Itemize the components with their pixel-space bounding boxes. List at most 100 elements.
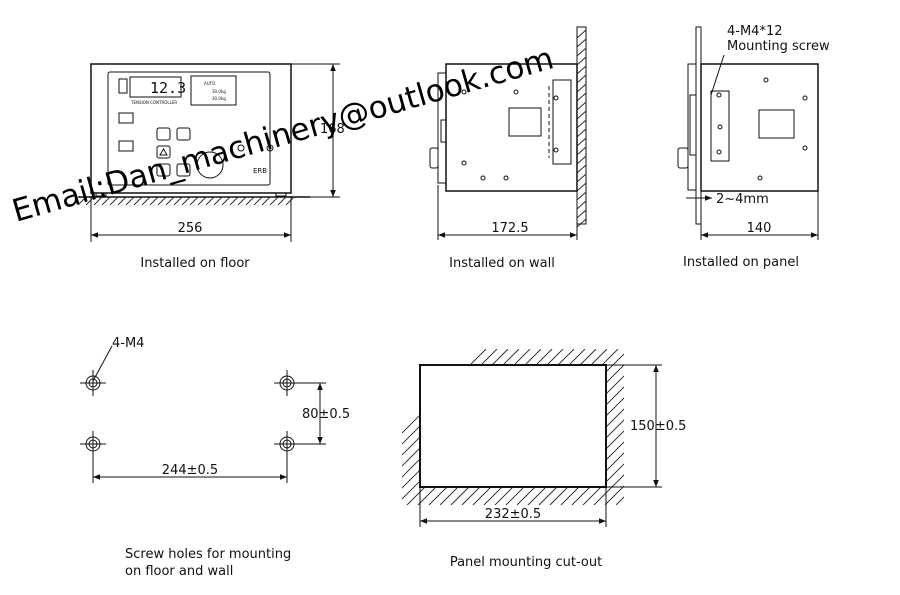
screw-label-line-2: Mounting screw bbox=[727, 39, 830, 54]
screw-dot bbox=[763, 77, 769, 83]
panel-view: 4-M4*12 Mounting screw 2~4mm 140 Install… bbox=[677, 24, 830, 270]
panel-window bbox=[758, 109, 795, 139]
screw-dot bbox=[480, 175, 486, 181]
holes-caption-line-1: Screw holes for mounting bbox=[125, 547, 291, 562]
hatch-line bbox=[593, 349, 624, 505]
up-arrow-icon bbox=[159, 148, 168, 156]
hatch-line bbox=[245, 196, 255, 206]
floor-width-dimension: 256 bbox=[178, 221, 203, 236]
led-indicator-strip bbox=[118, 78, 128, 94]
screw-dot bbox=[802, 95, 808, 101]
function-button bbox=[176, 127, 191, 141]
hatch-line bbox=[576, 38, 587, 48]
hatch-line bbox=[576, 74, 587, 84]
floor-hatch bbox=[77, 196, 295, 206]
hatch-line bbox=[576, 137, 587, 147]
hatch-line bbox=[149, 196, 159, 206]
panel-caption: Installed on panel bbox=[683, 255, 799, 270]
hatch-line bbox=[576, 155, 587, 165]
hatch-line bbox=[213, 196, 223, 206]
knob-indicator-light bbox=[237, 144, 245, 152]
screw-leader bbox=[710, 54, 725, 96]
hatch-line bbox=[576, 110, 587, 120]
wall-connector bbox=[440, 119, 447, 143]
knob-indicator-light-2 bbox=[266, 144, 274, 152]
stop-button bbox=[176, 163, 191, 177]
hatch-line bbox=[576, 128, 587, 138]
hatch-line bbox=[576, 47, 587, 57]
wall-window bbox=[508, 107, 542, 137]
hatch-line bbox=[117, 196, 127, 206]
screw-dot bbox=[757, 175, 763, 181]
screw-holes-view: 4-M4 80±0.5 244±0.5 Screw holes for moun… bbox=[80, 336, 350, 579]
hatch-line bbox=[133, 196, 143, 206]
cutout-view: 150±0.5 232±0.5 Panel mounting cut-out bbox=[402, 349, 686, 570]
cutout-width-dimension: 232±0.5 bbox=[485, 507, 541, 522]
hatch-line bbox=[576, 101, 587, 111]
hatch-line bbox=[269, 196, 279, 206]
thread-label: 4-M4 bbox=[112, 336, 144, 351]
hatch-line bbox=[576, 83, 587, 93]
hatch-line bbox=[576, 209, 587, 219]
led-display-value: 12.3 bbox=[150, 79, 186, 97]
hatch-line bbox=[576, 191, 587, 201]
hatch-line bbox=[181, 196, 191, 206]
panel-depth-dimension: 140 bbox=[747, 221, 772, 236]
hatch-line bbox=[173, 196, 183, 206]
panel-knob bbox=[677, 147, 689, 169]
hatch-line bbox=[285, 196, 295, 206]
hatch-line bbox=[85, 196, 95, 206]
wall-knob bbox=[429, 147, 439, 169]
wall bbox=[576, 26, 587, 225]
hatch-line bbox=[576, 92, 587, 102]
lcd-screen bbox=[190, 75, 237, 106]
screw-dot bbox=[503, 175, 509, 181]
screw-dot bbox=[461, 160, 467, 166]
cutout-height-dimension: 150±0.5 bbox=[630, 419, 686, 434]
screw-label-line-1: 4-M4*12 bbox=[727, 24, 783, 39]
hatch-line bbox=[576, 56, 587, 66]
right-foot bbox=[275, 192, 287, 197]
vertical-dimension: 80±0.5 bbox=[302, 407, 350, 422]
hatch-line bbox=[93, 196, 103, 206]
wall-hatch bbox=[576, 29, 587, 228]
mode-indicator-1 bbox=[118, 112, 134, 124]
hatch-line bbox=[77, 196, 87, 206]
hatch-line bbox=[576, 146, 587, 156]
hatch-line bbox=[157, 196, 167, 206]
brand-logo: ERB bbox=[253, 167, 267, 175]
set-button bbox=[156, 127, 171, 141]
hatch-line bbox=[576, 182, 587, 192]
hatch-line bbox=[189, 196, 199, 206]
wall-bracket bbox=[552, 79, 572, 165]
horizontal-dimension: 244±0.5 bbox=[162, 463, 218, 478]
panel-controller-body bbox=[700, 63, 819, 192]
down-button bbox=[156, 163, 171, 177]
hatch-line bbox=[221, 196, 231, 206]
hatch-line bbox=[576, 164, 587, 174]
screw-dot bbox=[553, 95, 559, 101]
screw-dot bbox=[802, 145, 808, 151]
wall-depth-dimension: 172.5 bbox=[491, 221, 528, 236]
hatch-line bbox=[141, 196, 151, 206]
hatch-line bbox=[576, 173, 587, 183]
lcd-row-2: 30.0kg bbox=[212, 89, 226, 94]
left-foot bbox=[95, 192, 107, 197]
panel-connector bbox=[689, 94, 697, 156]
wall-view: 172.5 Installed on wall bbox=[429, 26, 587, 271]
hatch-line bbox=[109, 196, 119, 206]
hatch-line bbox=[197, 196, 207, 206]
hatch-line bbox=[253, 196, 263, 206]
led-display bbox=[129, 76, 182, 98]
cutout-caption: Panel mounting cut-out bbox=[450, 555, 602, 570]
mode-indicator-2 bbox=[118, 140, 134, 152]
controller-front-panel bbox=[107, 71, 271, 186]
controller-title: TENSION CONTROLLER bbox=[130, 100, 177, 105]
hatch-line bbox=[576, 65, 587, 75]
hatch-line bbox=[101, 196, 111, 206]
holes-caption-line-2: on floor and wall bbox=[125, 564, 233, 579]
hatch-line bbox=[576, 218, 587, 228]
adjust-knob bbox=[196, 151, 224, 179]
cutout-opening bbox=[419, 364, 607, 488]
